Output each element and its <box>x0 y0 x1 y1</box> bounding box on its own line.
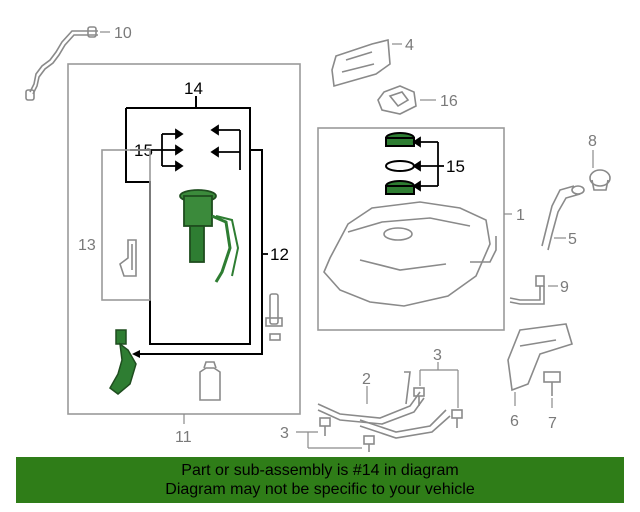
pressure-regulator-part[interactable] <box>265 293 283 341</box>
banner-line-2: Diagram may not be specific to your vehi… <box>165 481 475 498</box>
part-7-bolt[interactable] <box>543 371 561 396</box>
part-9-hose[interactable] <box>509 275 545 305</box>
part-5-filler-neck[interactable] <box>541 185 585 251</box>
leader-3-left <box>296 431 362 449</box>
callout-1: 1 <box>516 207 525 224</box>
fuel-sender-unit[interactable] <box>109 329 137 395</box>
banner-line-1: Part or sub-assembly is #14 in diagram <box>181 462 459 479</box>
callout-5: 5 <box>568 231 577 248</box>
callout-15b: 15 <box>446 157 465 176</box>
callout-12: 12 <box>270 245 289 264</box>
part-16-pad[interactable] <box>377 85 417 115</box>
leader-3-right <box>419 362 459 408</box>
part-3-bolts-right[interactable] <box>413 387 463 428</box>
part-13-bracket-part[interactable] <box>119 239 137 277</box>
part-4-heat-shield[interactable] <box>331 38 391 88</box>
callout-10: 10 <box>114 25 132 42</box>
parts-diagram: 10 11 14 15 13 <box>25 25 611 452</box>
callout-6: 6 <box>510 413 519 430</box>
part-1-tank-frame <box>317 127 505 331</box>
callout-13: 13 <box>78 237 96 254</box>
part-8-fuel-cap[interactable] <box>589 169 611 191</box>
part-3-bolts-left[interactable] <box>319 417 375 452</box>
callout-8: 8 <box>588 133 597 150</box>
part-13-frame <box>101 149 151 301</box>
callout-9: 9 <box>560 279 569 296</box>
part-6-bracket[interactable] <box>507 323 573 392</box>
part-11-assembly-frame <box>67 63 301 415</box>
part-15-arrows-left <box>161 124 241 172</box>
callout-14: 14 <box>184 79 203 98</box>
callout-3-right: 3 <box>433 347 442 364</box>
fuel-pump-module[interactable] <box>179 189 240 283</box>
pump-filter-part[interactable] <box>199 361 221 401</box>
part-10-fuel-line[interactable] <box>25 26 98 101</box>
arrow-14-bottom <box>132 350 140 358</box>
part-2-tank-straps[interactable] <box>317 371 451 439</box>
part-15-seal-arrows <box>412 136 439 192</box>
callout-7: 7 <box>548 415 557 432</box>
callout-4: 4 <box>405 37 414 54</box>
callout-3-left: 3 <box>280 425 289 442</box>
callout-11: 11 <box>175 429 192 446</box>
info-banner: Part or sub-assembly is #14 in diagram D… <box>16 457 624 503</box>
fuel-tank[interactable] <box>323 201 497 307</box>
callout-2: 2 <box>362 371 371 388</box>
callout-16: 16 <box>440 93 458 110</box>
part-15-seals[interactable] <box>385 132 415 195</box>
